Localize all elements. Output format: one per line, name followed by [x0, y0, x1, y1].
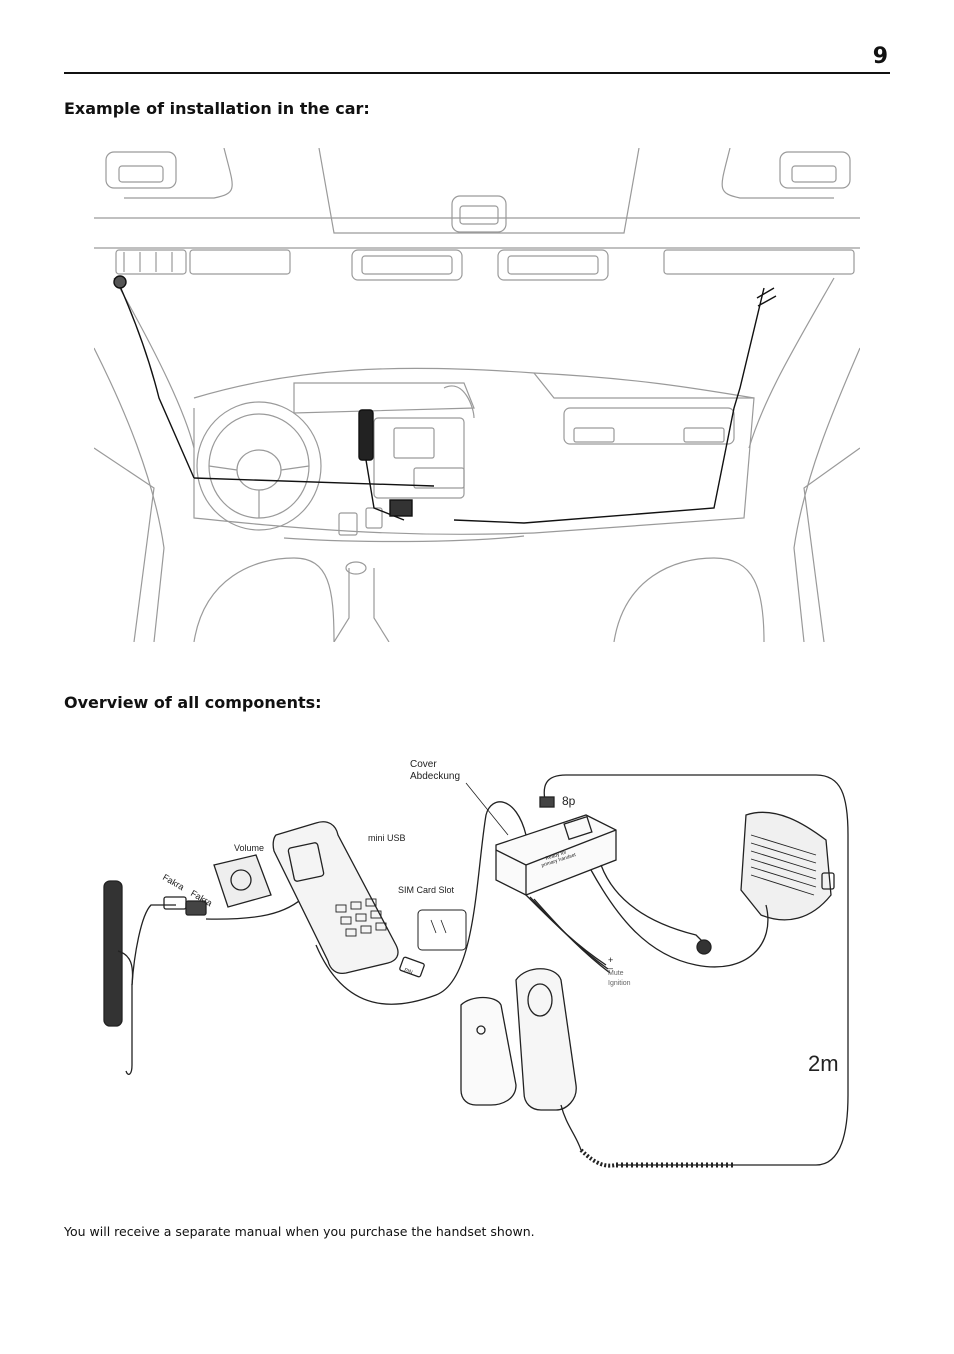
- plus-label: +: [608, 955, 613, 965]
- footer-note: You will receive a separate manual when …: [64, 1224, 535, 1239]
- cable-length-label: 2m: [808, 1051, 839, 1076]
- installation-heading: Example of installation in the car:: [64, 99, 370, 118]
- components-heading: Overview of all components:: [64, 693, 322, 712]
- pin-label: PIN: [403, 967, 413, 976]
- components-overview-illustration: Cover Abdeckung 8p mini USB Volume Fakra…: [103, 759, 849, 1168]
- minus-label: –: [608, 963, 613, 973]
- mini-usb-label: mini USB: [368, 833, 406, 843]
- volume-label: Volume: [234, 843, 264, 853]
- ignition-label: Ignition: [608, 980, 631, 987]
- connector-8p-label: 8p: [562, 794, 576, 808]
- mute-label: Mute: [608, 970, 624, 977]
- cover-label-line1: Cover: [410, 759, 437, 770]
- page-number: 9: [872, 44, 888, 69]
- header-rule: [64, 72, 890, 74]
- cover-label-line2: Abdeckung: [410, 771, 460, 782]
- sim-slot-label: SIM Card Slot: [398, 885, 455, 895]
- car-installation-illustration: [94, 148, 860, 642]
- fakra-label-1: Fakra: [161, 872, 186, 892]
